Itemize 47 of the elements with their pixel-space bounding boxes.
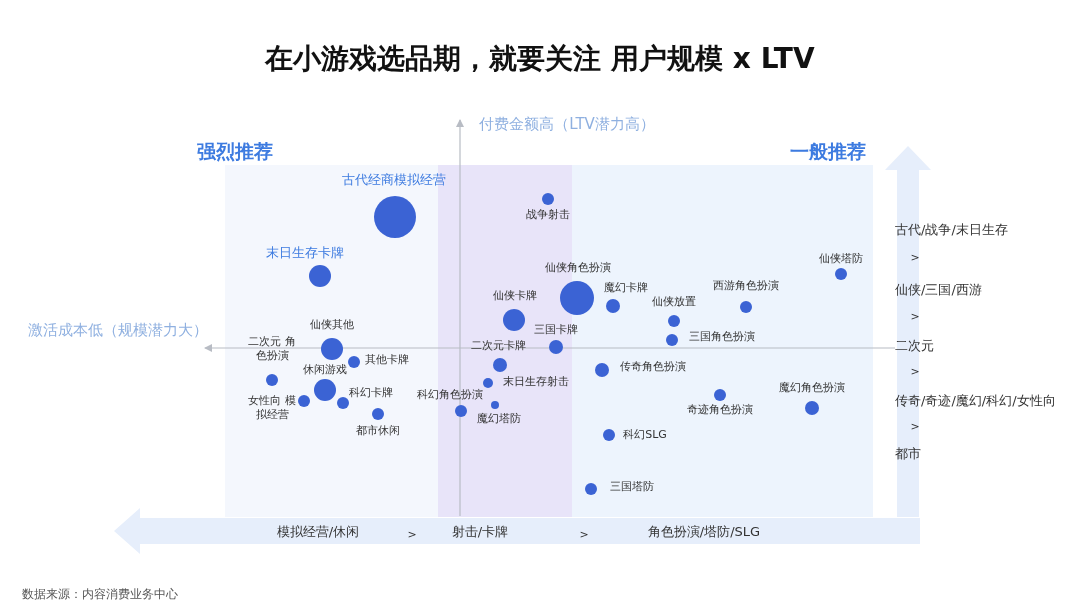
scale-label: 仙侠/三国/西游 — [895, 281, 982, 299]
point-label: 科幻角色扮演 — [417, 388, 483, 402]
point-label: 魔幻塔防 — [477, 412, 521, 426]
scale-label: 射击/卡牌 — [451, 523, 509, 541]
point-label: 仙侠放置 — [652, 295, 696, 309]
point-label: 都市休闲 — [356, 424, 400, 438]
scale-label: 都市 — [895, 445, 921, 463]
point-label: 末日生存射击 — [503, 375, 569, 389]
point-label: 魔幻卡牌 — [604, 281, 648, 295]
scale-label: 角色扮演/塔防/SLG — [647, 523, 761, 541]
point-label: 仙侠卡牌 — [493, 289, 537, 303]
axis-label: 付费金额高（LTV潜力高） — [479, 114, 655, 134]
point-label: 末日生存卡牌 — [266, 244, 344, 262]
point-label: 二次元 角色扮演 — [248, 335, 296, 363]
scale-label: 二次元 — [895, 337, 934, 355]
quadrant-heading: 一般推荐 — [790, 140, 866, 164]
point-label: 仙侠塔防 — [819, 252, 863, 266]
point-label: 古代经商模拟经营 — [342, 171, 446, 189]
axis-label: 激活成本低（规模潜力大） — [28, 320, 208, 340]
scale-label: 模拟经营/休闲 — [276, 523, 360, 541]
scale-separator: > — [407, 528, 417, 542]
scale-separator: > — [910, 251, 920, 265]
point-label: 战争射击 — [526, 208, 570, 222]
point-label: 科幻卡牌 — [349, 386, 393, 400]
point-label: 三国卡牌 — [534, 323, 578, 337]
point-label: 二次元卡牌 — [470, 339, 526, 353]
point-label: 传奇角色扮演 — [620, 360, 686, 374]
point-label: 科幻SLG — [623, 428, 667, 442]
point-label: 休闲游戏 — [303, 363, 347, 377]
quadrant-heading: 强烈推荐 — [197, 140, 273, 164]
point-label: 女性向 模拟经营 — [248, 394, 296, 422]
point-label: 西游角色扮演 — [713, 279, 779, 293]
title: 在小游戏选品期，就要关注 用户规模 x LTV — [263, 41, 816, 77]
scale-separator: > — [579, 528, 589, 542]
scale-label: 传奇/奇迹/魔幻/科幻/女性向 — [895, 392, 1056, 410]
point-label: 仙侠其他 — [310, 318, 354, 332]
scale-separator: > — [910, 310, 920, 324]
scale-label: 古代/战争/末日生存 — [895, 221, 1008, 239]
scale-separator: > — [910, 420, 920, 434]
point-label: 其他卡牌 — [365, 353, 409, 367]
source-note: 数据来源：内容消费业务中心 — [22, 586, 178, 602]
point-label: 仙侠角色扮演 — [545, 261, 611, 275]
scale-separator: > — [910, 365, 920, 379]
point-label: 三国塔防 — [610, 480, 654, 494]
point-label: 奇迹角色扮演 — [687, 403, 753, 417]
point-label: 三国角色扮演 — [689, 330, 755, 344]
point-label: 魔幻角色扮演 — [779, 381, 845, 395]
